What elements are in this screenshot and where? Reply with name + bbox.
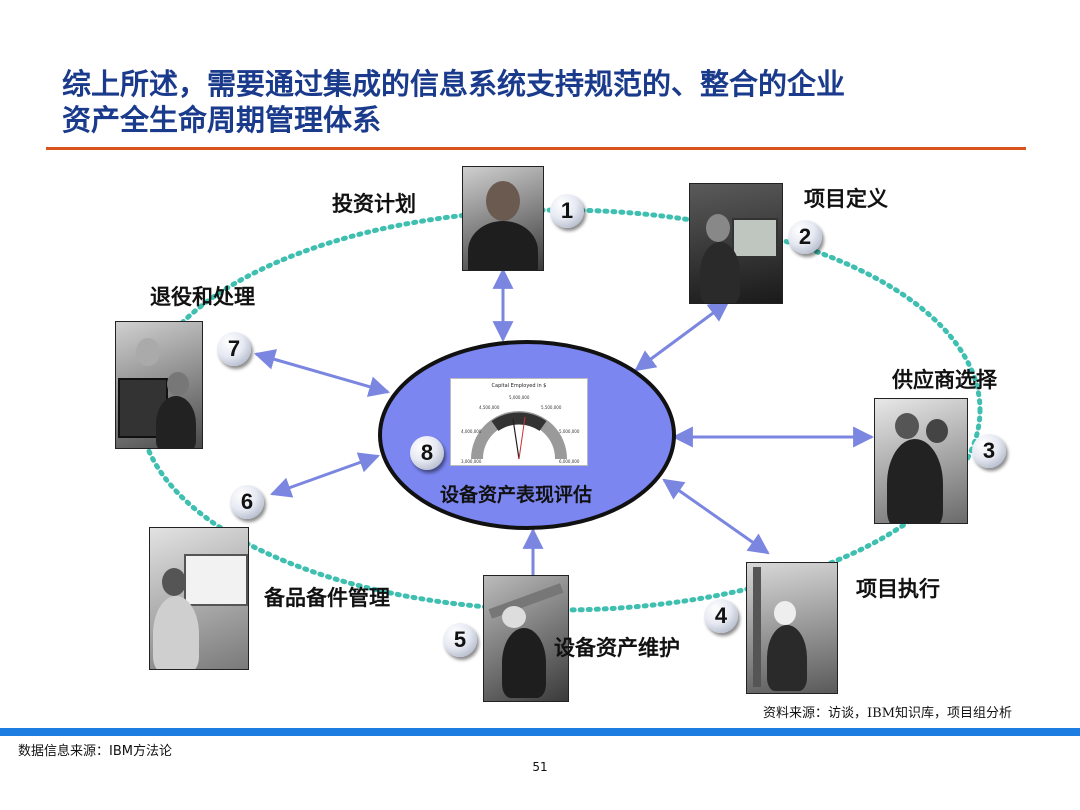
center-evaluation-label: 设备资产表现评估 [440, 480, 592, 507]
gauge-tick-6: 6,000,000 [559, 459, 580, 464]
gauge-tick-1: 4,000,000 [461, 429, 482, 434]
stage-6-badge: 6 [230, 485, 264, 519]
stage-2-label: 项目定义 [804, 183, 888, 213]
gauge-needle [513, 419, 519, 459]
stage-3-label: 供应商选择 [892, 364, 997, 394]
stage-6-label: 备品备件管理 [264, 582, 390, 612]
page-number: 51 [0, 760, 1080, 774]
stage-2-photo [689, 183, 783, 304]
gauge-title: Capital Employed in $ [492, 383, 547, 389]
gauge-arc-dark [495, 418, 543, 426]
stage-7-label: 退役和处理 [150, 281, 255, 311]
stage-8-badge: 8 [410, 436, 444, 470]
stage-1-badge: 1 [550, 194, 584, 228]
arrow-stage-7 [256, 354, 388, 392]
stage-2-badge: 2 [788, 220, 822, 254]
stage-5-badge: 5 [443, 623, 477, 657]
gauge-tick-4: 5,500,000 [541, 405, 562, 410]
stage-1-label: 投资计划 [332, 188, 416, 218]
arrow-stage-2 [636, 302, 728, 370]
stage-1-photo [462, 166, 544, 271]
arrow-stage-4 [664, 480, 768, 553]
gauge-tick-5: 5,000,000 [559, 429, 580, 434]
capital-gauge-thumbnail: Capital Employed in $ 3,000,000 4,000,00… [450, 378, 588, 466]
stage-6-photo [149, 527, 249, 670]
source-note: 资料来源：访谈，IBM知识库，项目组分析 [763, 702, 1012, 721]
footer-bar [0, 728, 1080, 736]
stage-4-label: 项目执行 [856, 573, 940, 603]
stage-4-photo [746, 562, 838, 694]
stage-3-badge: 3 [972, 434, 1006, 468]
gauge-tick-2: 4,500,000 [479, 405, 500, 410]
stage-3-photo [874, 398, 968, 524]
stage-4-badge: 4 [704, 599, 738, 633]
gauge-tick-0: 3,000,000 [461, 459, 482, 464]
stage-5-label: 设备资产维护 [554, 632, 680, 662]
arrow-stage-6 [272, 456, 378, 494]
stage-7-badge: 7 [217, 332, 251, 366]
footer-source: 数据信息来源：IBM方法论 [18, 740, 172, 759]
stage-7-photo [115, 321, 203, 449]
gauge-tick-3: 5,000,000 [509, 395, 530, 400]
capital-gauge: Capital Employed in $ 3,000,000 4,000,00… [451, 379, 587, 465]
